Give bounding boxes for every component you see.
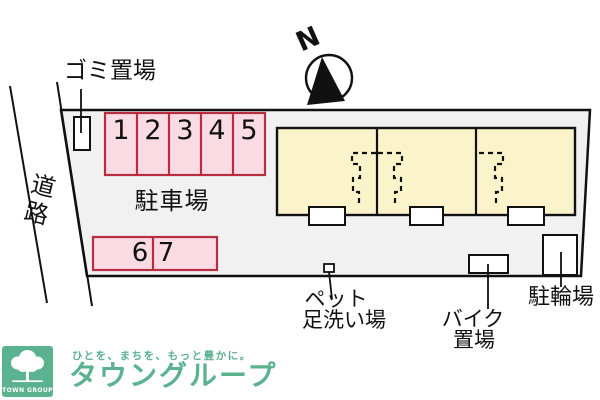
garbage-area-label: ゴミ置場: [64, 58, 156, 84]
bicycle-area-box: [542, 234, 578, 276]
pet-wash-label-line2: 足洗い場: [302, 308, 386, 332]
town-group-logo-text: TOWN GROUP: [2, 387, 53, 394]
parking-spot-1-number: 1: [112, 115, 130, 146]
motorcycle-area-label-line1: バイク: [441, 307, 505, 331]
compass-north-icon: [304, 53, 354, 105]
parking-spot-2-number: 2: [144, 115, 162, 146]
garbage-area-box: [73, 116, 91, 151]
motorcycle-area-label-line2: 置場: [453, 328, 495, 352]
pet-wash-label-line1: ペット: [304, 287, 368, 311]
building: [275, 126, 577, 217]
building-unit-dividers: [375, 128, 478, 215]
footer-tagline: ひとを、まちを、もっと豊かに。: [72, 350, 252, 362]
parking-row2: [91, 235, 219, 272]
stair-symbols: [350, 151, 505, 207]
parking-lot-label: 駐車場: [134, 187, 210, 215]
parking-row1: [103, 111, 267, 177]
parking-row1-dividers: [135, 113, 235, 175]
road-left-edge: [9, 85, 48, 304]
parking-spot-6-number: 6: [131, 238, 149, 268]
parking-spot-4-number: 4: [208, 115, 226, 146]
entrance-porches: [308, 206, 545, 226]
town-group-logo: TOWN GROUP: [2, 346, 53, 397]
parking-spot-5-number: 5: [240, 115, 258, 146]
tree-icon: [11, 350, 44, 382]
parking-spot-7-number: 7: [157, 238, 175, 268]
pet-wash-box: [323, 263, 335, 273]
road-right-edge: [56, 81, 93, 307]
footer-brand-name: タウングループ: [69, 359, 278, 392]
pet-wash-leader-line: [328, 271, 333, 300]
parking-spot-3-number: 3: [176, 115, 194, 146]
bicycle-area-label: 駐輪場: [527, 285, 595, 310]
